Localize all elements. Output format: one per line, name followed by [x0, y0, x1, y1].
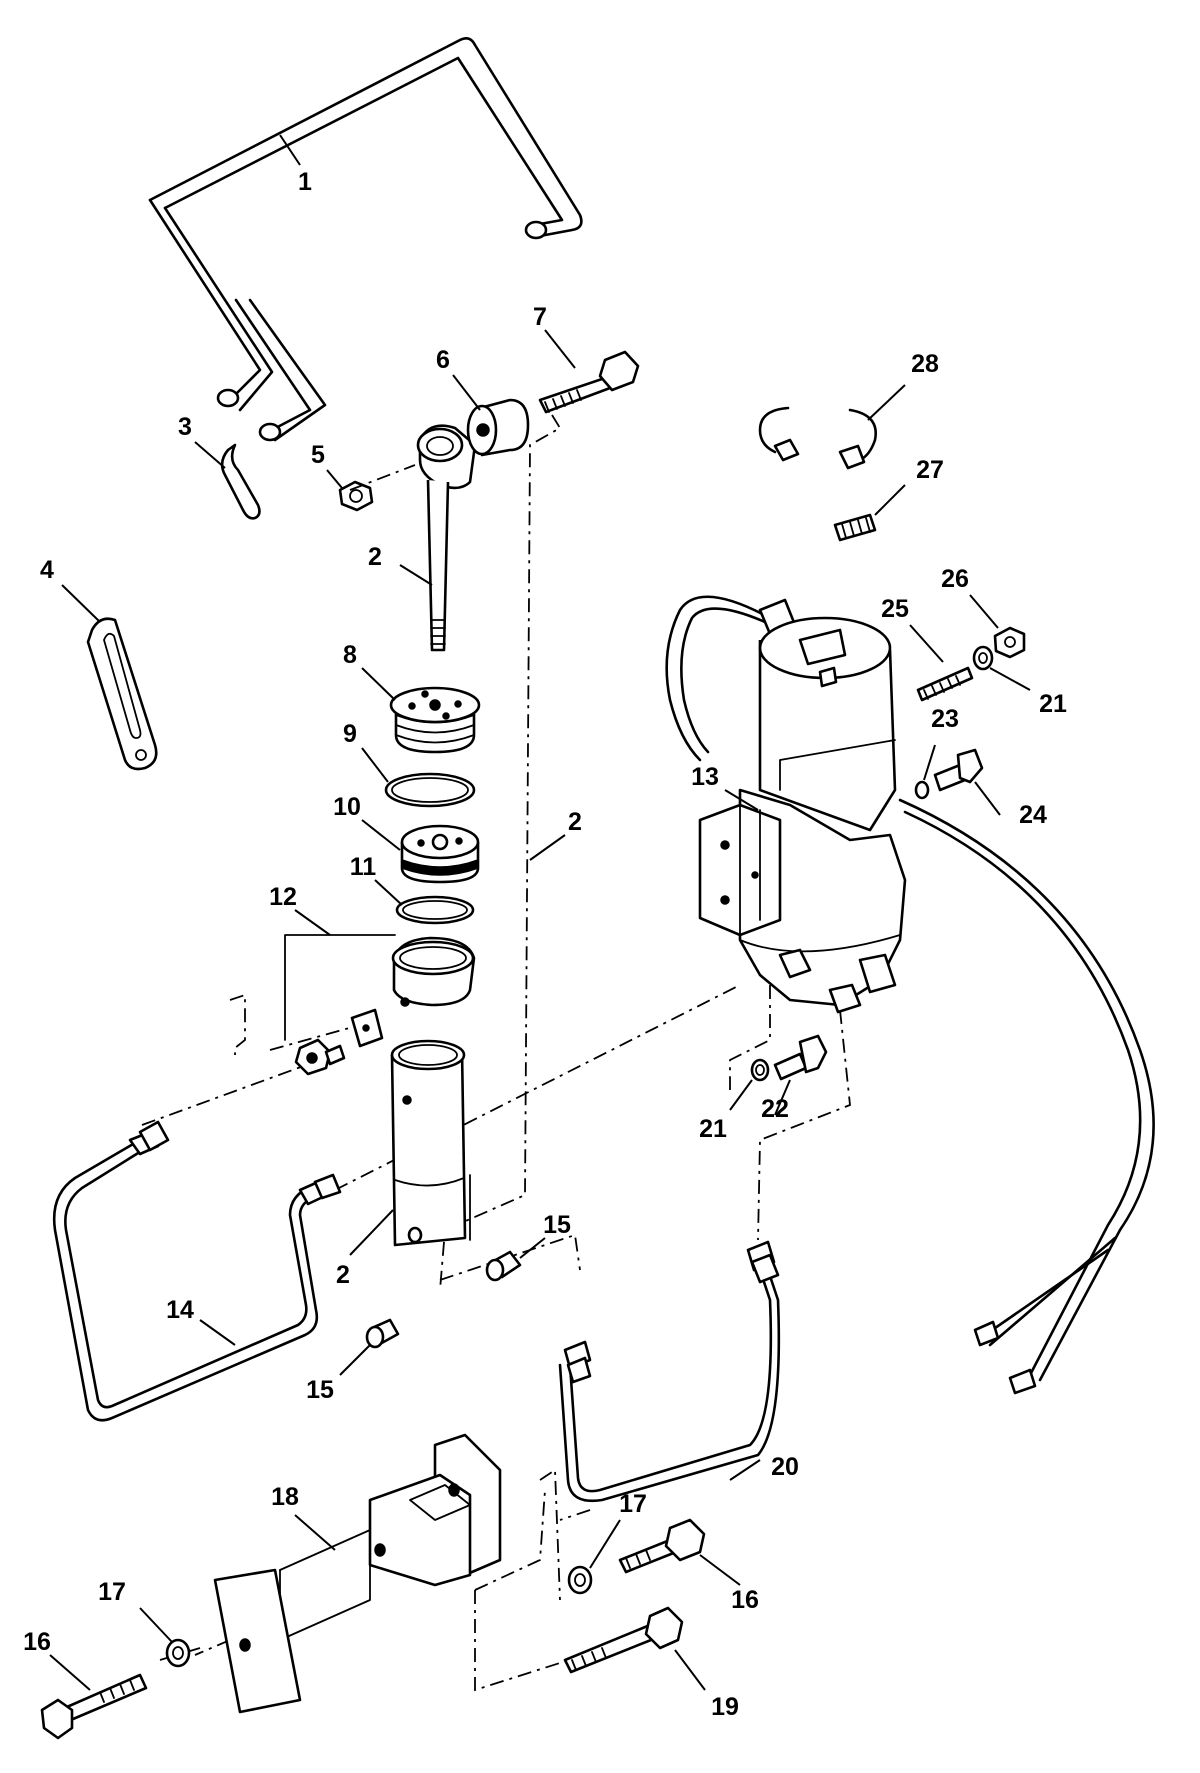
- part-14-tube: [52, 1120, 342, 1422]
- part-7-bolt: [538, 329, 640, 414]
- fitting-elbow: [294, 1038, 346, 1076]
- callout-17: 17: [98, 1578, 126, 1606]
- part-27-set-screw: [833, 484, 906, 542]
- callout-10: 10: [333, 793, 361, 821]
- callout-24: 24: [1019, 801, 1047, 829]
- part-23-washer: [914, 744, 936, 800]
- callout-3: 3: [178, 413, 192, 441]
- part-3-cotter-pin: [194, 441, 261, 520]
- part-15-plugs: [339, 1237, 546, 1376]
- part-18-bracket: [213, 1433, 502, 1714]
- part-25-stud: [909, 624, 974, 702]
- callout-19: 19: [711, 1693, 739, 1721]
- part-8-cylinder-cap: [361, 667, 481, 754]
- callout-18: 18: [271, 1483, 299, 1511]
- part-10-piston: [361, 819, 480, 884]
- callout-12: 12: [269, 883, 297, 911]
- callout-7: 7: [533, 303, 547, 331]
- callout-13: 13: [691, 763, 719, 791]
- callout-22: 22: [761, 1095, 789, 1123]
- part-13-motor-pump: [665, 595, 907, 1014]
- callout-17: 17: [619, 1490, 647, 1518]
- callout-15: 15: [543, 1211, 571, 1239]
- part-21-washer-lower: [729, 1058, 770, 1111]
- part-16-bolt-left: [40, 1654, 148, 1740]
- part-20-tube: [558, 1240, 781, 1503]
- callout-labels: 1 2 2 2 3 4 5 6 7 8 9 10 11 12 13 14 15 …: [23, 168, 1067, 1721]
- callout-27: 27: [916, 456, 944, 484]
- callout-2: 2: [568, 808, 582, 836]
- callout-6: 6: [436, 346, 450, 374]
- part-2-eye-rod: [399, 424, 477, 652]
- callout-5: 5: [311, 441, 325, 469]
- part-28-wire-clips: [758, 384, 906, 470]
- part-12-clamp: [284, 909, 476, 1048]
- part-6-bushing: [452, 374, 530, 457]
- part-17-washer-left: [139, 1607, 191, 1668]
- callout-25: 25: [881, 595, 909, 623]
- part-22-bolt: [773, 1034, 828, 1116]
- callout-11: 11: [350, 853, 377, 881]
- callout-2: 2: [368, 543, 382, 571]
- callout-23: 23: [931, 705, 959, 733]
- callout-16: 16: [23, 1628, 51, 1656]
- part-9-o-ring: [361, 747, 476, 808]
- part-2-leader: [529, 834, 566, 861]
- part-5-nut: [326, 469, 374, 512]
- part-16-bolt-right: [618, 1518, 741, 1586]
- callout-21: 21: [1039, 690, 1067, 718]
- callout-28: 28: [911, 350, 939, 378]
- callout-16: 16: [731, 1586, 759, 1614]
- callout-1: 1: [298, 168, 312, 196]
- callout-8: 8: [343, 641, 357, 669]
- part-21-washer-top: [972, 645, 1031, 691]
- part-1-bent-rod: [148, 37, 583, 442]
- callout-4: 4: [40, 556, 54, 584]
- callout-14: 14: [166, 1296, 194, 1324]
- callout-9: 9: [343, 720, 357, 748]
- part-26-nut: [969, 594, 1026, 659]
- assembly-axis-lines: [141, 414, 851, 1692]
- part-2-cylinder-body: [349, 1039, 471, 1256]
- part-4-link-plate: [61, 584, 158, 771]
- part-19-bolt: [563, 1606, 706, 1691]
- callout-15: 15: [306, 1376, 334, 1404]
- callout-20: 20: [771, 1453, 799, 1481]
- callout-2: 2: [336, 1261, 350, 1289]
- part-11-o-ring: [374, 879, 475, 925]
- wire-harness: [898, 798, 1155, 1395]
- callout-26: 26: [941, 565, 969, 593]
- callout-21: 21: [699, 1115, 727, 1143]
- part-24-bolt: [933, 748, 1001, 816]
- part-17-washer-right: [567, 1519, 621, 1595]
